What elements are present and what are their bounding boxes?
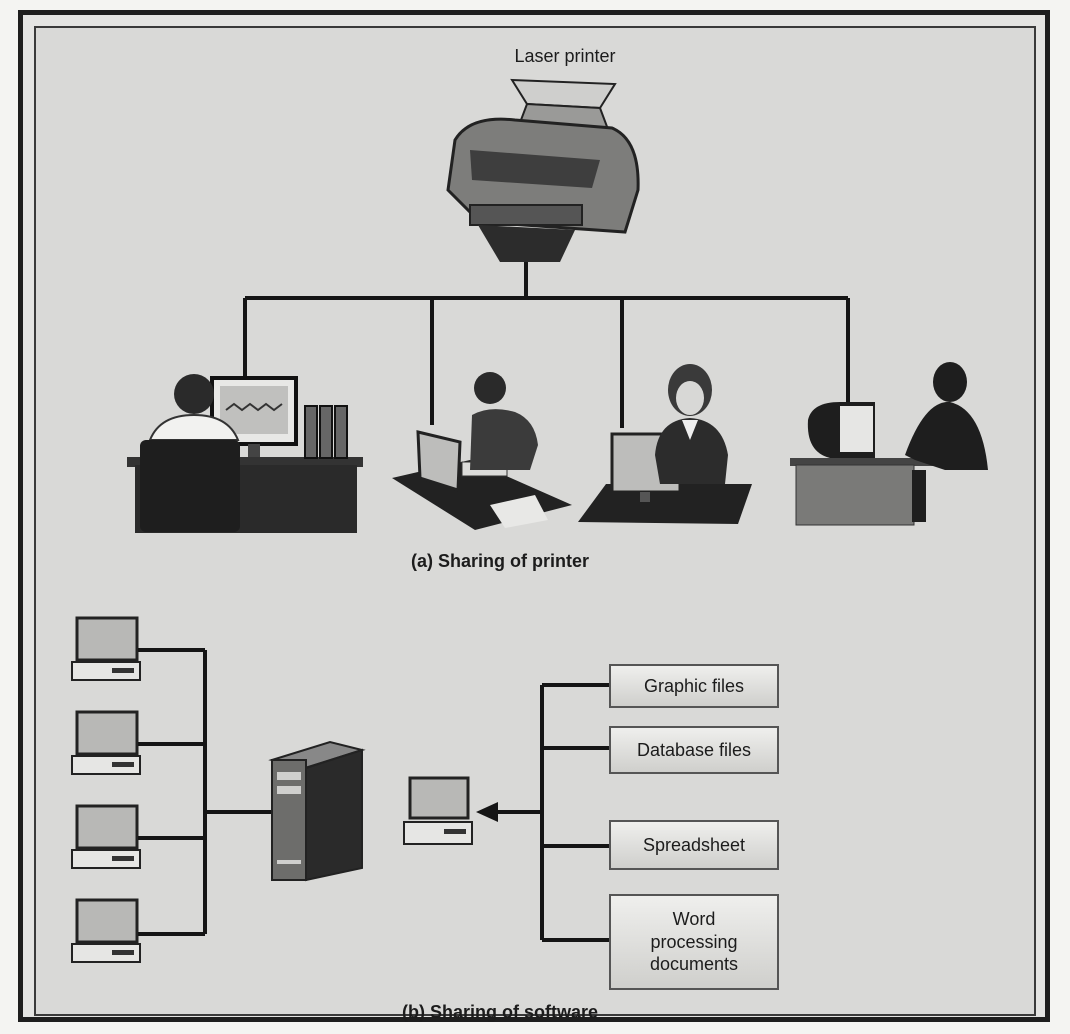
client-network-lines bbox=[138, 648, 272, 936]
client-computer-icon bbox=[71, 804, 141, 869]
file-box-label-line: documents bbox=[649, 954, 739, 975]
file-network-lines bbox=[496, 683, 609, 942]
workstation-man-tilted-desk-icon bbox=[392, 372, 572, 530]
printer-label: Laser printer bbox=[514, 46, 616, 66]
client-computer-icon bbox=[71, 710, 141, 775]
file-box-label: Graphic files bbox=[643, 675, 745, 696]
receiving-computer-icon bbox=[403, 776, 473, 845]
workstation-man-desk-icon bbox=[127, 374, 363, 533]
caption-software-sharing: (b) Sharing of software bbox=[401, 1002, 598, 1022]
file-box-label: Database files bbox=[636, 739, 752, 760]
workstation-woman-icon bbox=[578, 364, 752, 524]
client-computer-icon bbox=[71, 898, 141, 963]
file-box-word-processing: Word processing documents bbox=[609, 894, 779, 990]
file-box-label-line: processing bbox=[650, 931, 738, 952]
file-box-database-files: Database files bbox=[609, 726, 779, 774]
client-computer-icon bbox=[71, 616, 141, 681]
caption-printer-sharing: (a) Sharing of printer bbox=[410, 551, 589, 571]
file-box-graphic-files: Graphic files bbox=[609, 664, 779, 708]
server-tower-icon bbox=[268, 740, 366, 882]
arrow-head-icon bbox=[476, 802, 498, 822]
printer-network-lines bbox=[243, 262, 850, 428]
file-box-label-line: Word bbox=[672, 909, 716, 930]
file-box-spreadsheet: Spreadsheet bbox=[609, 820, 779, 870]
workstation-crt-icon bbox=[790, 362, 988, 526]
laser-printer-icon bbox=[446, 78, 640, 262]
file-box-label: Spreadsheet bbox=[642, 834, 746, 855]
